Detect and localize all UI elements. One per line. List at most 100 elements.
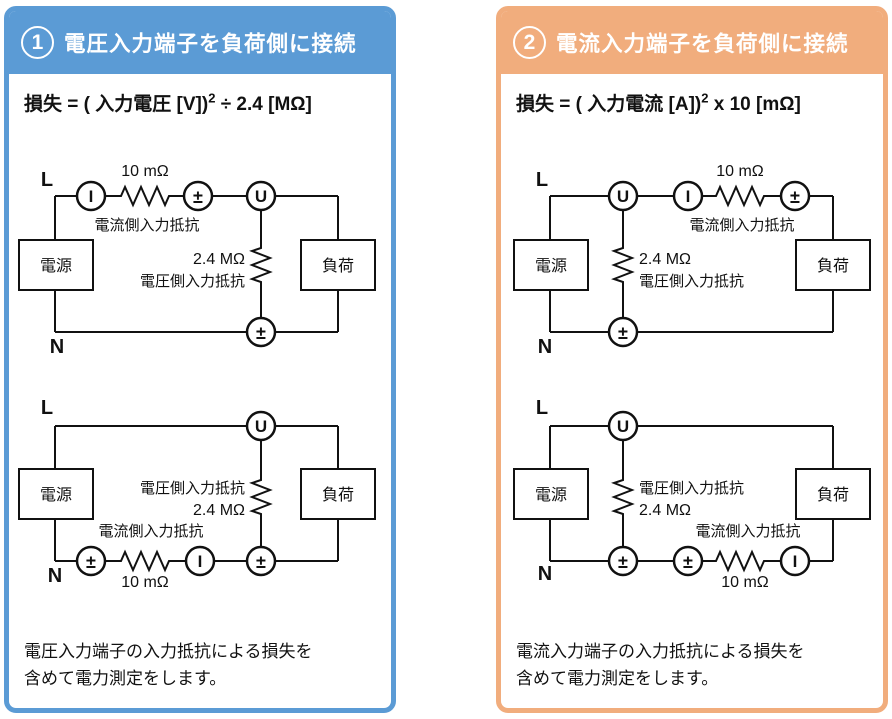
circuit-diagram-top: U I ± ± L N 電源 負荷 10 mΩ 電流側入力抵抗 2.4 MΩ 電…: [513, 163, 871, 358]
svg-text:±: ±: [256, 323, 266, 343]
resistor-voltage-side: [611, 244, 635, 292]
formula-prefix: 損失 = ( 入力電流 [A]): [516, 94, 702, 115]
svg-text:I: I: [198, 552, 203, 571]
r-current-value: 10 mΩ: [716, 163, 764, 180]
r-voltage-value: 2.4 MΩ: [639, 502, 691, 519]
terminal-pm-top: ±: [779, 180, 811, 212]
resistor-current-side: [710, 549, 770, 573]
source-box: [18, 468, 94, 520]
r-current-label: 電流側入力抵抗: [98, 523, 203, 540]
panel-current-connection: 2 電流入力端子を負荷側に接続 損失 = ( 入力電流 [A])2 x 10 […: [496, 6, 888, 713]
terminal-i: I: [672, 180, 704, 212]
terminal-u: U: [245, 180, 277, 212]
svg-text:±: ±: [618, 323, 628, 343]
terminal-u: U: [607, 410, 639, 442]
panel-title: 電流入力端子を負荷側に接続: [556, 32, 849, 56]
r-voltage-label: 電圧側入力抵抗: [639, 480, 744, 497]
terminal-pm-bottom: ±: [245, 316, 277, 348]
terminal-pm-mid: ±: [672, 545, 704, 577]
formula-exponent: 2: [701, 90, 709, 106]
source-label: 電源: [535, 257, 567, 275]
svg-text:±: ±: [618, 552, 628, 572]
load-label: 負荷: [322, 486, 354, 504]
source-box: [513, 239, 589, 291]
svg-text:I: I: [686, 187, 691, 206]
line-n-label: N: [538, 336, 552, 358]
load-label: 負荷: [322, 257, 354, 275]
r-voltage-value: 2.4 MΩ: [193, 251, 245, 268]
r-current-label: 電流側入力抵抗: [94, 217, 199, 234]
svg-text:±: ±: [790, 187, 800, 207]
circuit-diagram-bottom: U ± I ± L N 電源 負荷 電圧側入力抵抗 2.4 MΩ 電流側入力抵抗…: [18, 397, 376, 591]
r-current-value: 10 mΩ: [121, 574, 169, 591]
r-voltage-label: 電圧側入力抵抗: [140, 273, 245, 290]
resistor-voltage-side: [611, 476, 635, 524]
formula-suffix: ÷ 2.4 [MΩ]: [215, 94, 312, 115]
r-voltage-value: 2.4 MΩ: [193, 502, 245, 519]
note-line2: 含めて電力測定をします。: [516, 668, 719, 688]
terminal-pm-left: ±: [75, 545, 107, 577]
resistor-current-side: [115, 549, 175, 573]
load-label: 負荷: [817, 486, 849, 504]
load-label: 負荷: [817, 257, 849, 275]
panel-note: 電圧入力端子の入力抵抗による損失を 含めて電力測定をします。: [24, 639, 379, 692]
svg-text:I: I: [793, 552, 798, 571]
r-voltage-label: 電圧側入力抵抗: [140, 480, 245, 497]
line-n-label: N: [538, 563, 552, 585]
line-n-label: N: [50, 336, 64, 358]
terminal-pm-right: ±: [245, 545, 277, 577]
formula-suffix: x 10 [mΩ]: [708, 94, 801, 115]
terminal-u: U: [245, 410, 277, 442]
terminal-i: I: [184, 545, 216, 577]
terminal-pm-bottom: ±: [607, 316, 639, 348]
terminal-i: I: [779, 545, 811, 577]
load-box: [300, 468, 376, 520]
r-current-label: 電流側入力抵抗: [689, 217, 794, 234]
panel-title: 電圧入力端子を負荷側に接続: [64, 32, 357, 56]
r-voltage-value: 2.4 MΩ: [639, 251, 691, 268]
line-l-label: L: [536, 169, 548, 191]
source-box: [18, 239, 94, 291]
svg-text:U: U: [255, 417, 267, 436]
line-l-label: L: [536, 397, 548, 419]
resistor-current-side: [115, 184, 175, 208]
terminal-pm-left: ±: [607, 545, 639, 577]
step-number-badge: 1: [21, 26, 54, 59]
line-l-label: L: [41, 169, 53, 191]
svg-text:U: U: [617, 417, 629, 436]
formula-exponent: 2: [208, 90, 216, 106]
svg-text:U: U: [617, 187, 629, 206]
load-box: [795, 468, 871, 520]
loss-formula: 損失 = ( 入力電流 [A])2 x 10 [mΩ]: [516, 89, 873, 116]
note-line1: 電圧入力端子の入力抵抗による損失を: [24, 642, 313, 662]
step-number-badge: 2: [513, 26, 546, 59]
load-box: [795, 239, 871, 291]
line-l-label: L: [41, 397, 53, 419]
circuit-diagram-bottom: U ± ± I L N 電源 負荷 電圧側入力抵抗 2.4 MΩ 電流側入力抵抗…: [513, 397, 871, 591]
loss-formula: 損失 = ( 入力電圧 [V])2 ÷ 2.4 [MΩ]: [24, 89, 381, 116]
svg-text:U: U: [255, 187, 267, 206]
resistor-voltage-side: [249, 244, 273, 292]
panel-header: 2 電流入力端子を負荷側に接続: [501, 11, 883, 74]
r-current-value: 10 mΩ: [121, 163, 169, 180]
note-line1: 電流入力端子の入力抵抗による損失を: [516, 642, 805, 662]
resistor-voltage-side: [249, 476, 273, 524]
line-n-label: N: [48, 565, 62, 587]
panel-header: 1 電圧入力端子を負荷側に接続: [9, 11, 391, 74]
panel-note: 電流入力端子の入力抵抗による損失を 含めて電力測定をします。: [516, 639, 871, 692]
terminal-i: I: [75, 180, 107, 212]
source-label: 電源: [535, 486, 567, 504]
r-current-label: 電流側入力抵抗: [695, 523, 800, 540]
load-box: [300, 239, 376, 291]
formula-prefix: 損失 = ( 入力電圧 [V]): [24, 94, 209, 115]
panel-voltage-connection: 1 電圧入力端子を負荷側に接続 損失 = ( 入力電圧 [V])2 ÷ 2.4 …: [4, 6, 396, 713]
source-box: [513, 468, 589, 520]
resistor-current-side: [710, 184, 770, 208]
terminal-u: U: [607, 180, 639, 212]
svg-text:±: ±: [86, 552, 96, 572]
source-label: 電源: [40, 486, 72, 504]
note-line2: 含めて電力測定をします。: [24, 668, 227, 688]
r-current-value: 10 mΩ: [721, 574, 769, 591]
circuit-diagram-top: I ± U ± L N 電源 負荷 10 mΩ 電流側入力抵抗 2.4 MΩ 電…: [18, 163, 376, 358]
source-label: 電源: [40, 257, 72, 275]
